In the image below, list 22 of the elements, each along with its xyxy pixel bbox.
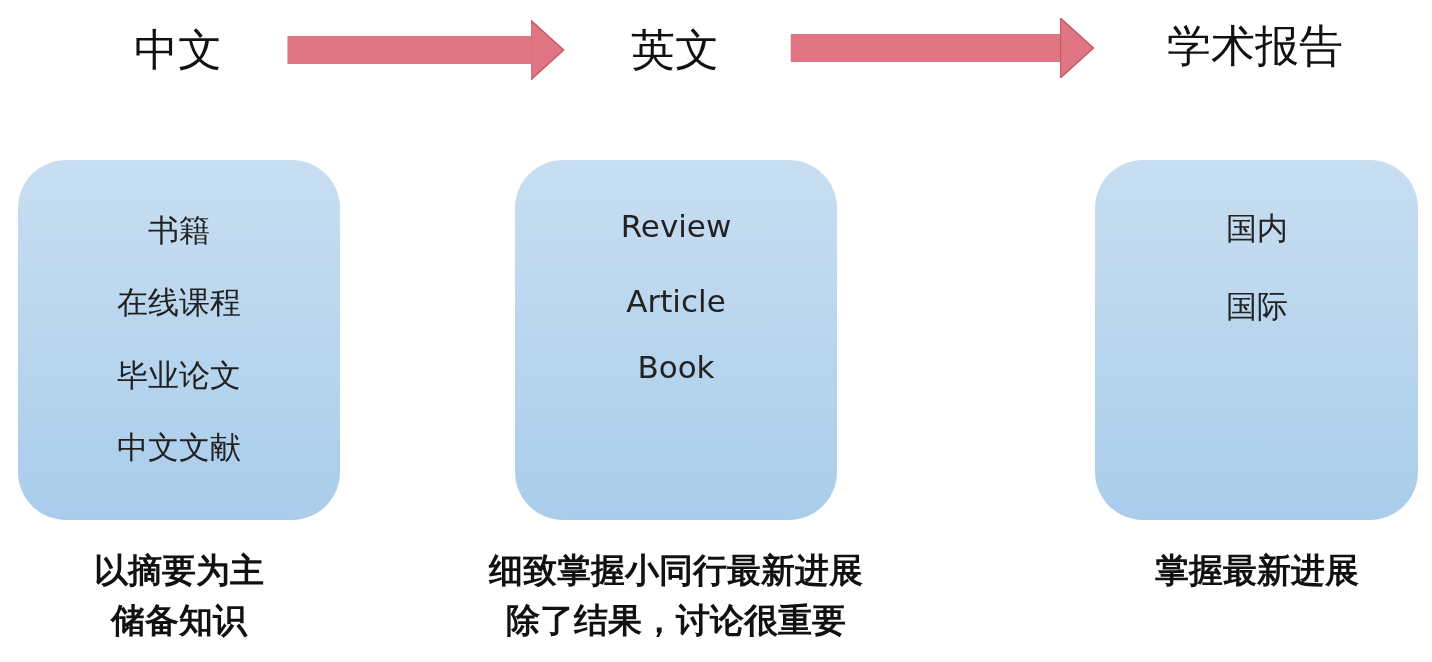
rounded-box	[1095, 160, 1418, 520]
caption-text: 细致掌握小同行最新进展	[489, 549, 863, 592]
list-item: 中文文献	[117, 429, 241, 465]
list-item: Article	[626, 283, 726, 319]
caption-text: 掌握最新进展	[1154, 549, 1359, 592]
heading-text: 学术报告	[1167, 18, 1343, 74]
list-item: 毕业论文	[117, 357, 241, 393]
list-item: 国际	[1225, 288, 1288, 324]
caption-text: 以摘要为主	[94, 549, 264, 592]
caption-text: 除了结果，讨论很重要	[506, 599, 846, 642]
rounded-box	[515, 160, 837, 520]
list-item: 书籍	[148, 212, 210, 248]
list-item: Review	[620, 208, 732, 244]
list-item: 在线课程	[117, 284, 241, 320]
heading-text: 中文	[134, 22, 222, 78]
block-arrow	[287, 19, 565, 81]
block-arrow	[790, 17, 1095, 79]
rounded-box	[18, 160, 340, 520]
heading-text: 英文	[631, 22, 719, 78]
list-item: Book	[637, 349, 715, 385]
caption-text: 储备知识	[111, 599, 247, 642]
list-item: 国内	[1225, 210, 1288, 246]
